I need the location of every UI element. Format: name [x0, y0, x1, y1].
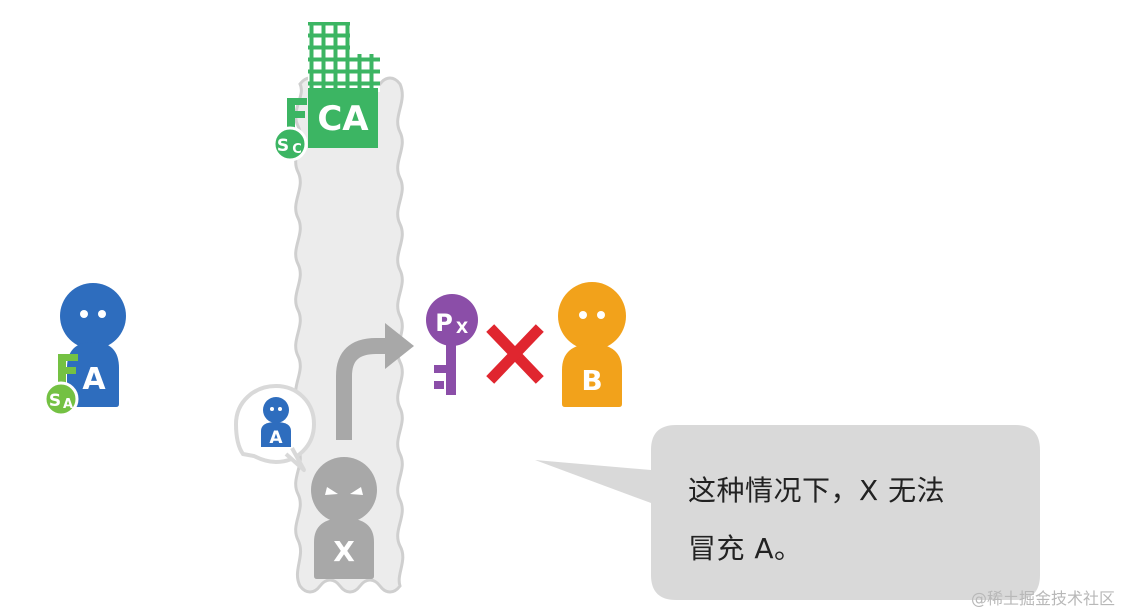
ca-building: CA [308, 22, 380, 148]
public-key-x-label-main: P [435, 309, 453, 337]
attacker-x-label: X [333, 535, 355, 568]
attacker-arrow-icon [336, 323, 414, 440]
attacker-x: X [311, 457, 377, 579]
public-key-x-label-sub: X [456, 318, 469, 337]
ca-main-block [308, 88, 378, 148]
callout-line-2: 冒充 A。 [688, 532, 803, 565]
public-key-x-icon: P X [426, 294, 478, 395]
person-b-label: B [581, 364, 602, 397]
person-a: A [60, 283, 126, 407]
ca-private-key-icon: S C [272, 98, 308, 162]
person-a-label: A [82, 362, 106, 397]
trust-channel [294, 76, 405, 594]
person-b: B [558, 282, 626, 407]
callout-bubble [535, 425, 1040, 600]
watermark: @稀土掘金技术社区 [970, 589, 1115, 608]
thought-a-label: A [269, 428, 283, 448]
callout-text: 这种情况下，X 无法 冒充 A。 [688, 462, 1008, 578]
person-a-key-label-main: S [49, 391, 61, 411]
ca-label: CA [317, 99, 369, 139]
person-a-private-key-icon: S A [43, 354, 79, 417]
ca-key-label-sub: C [292, 142, 302, 157]
person-a-key-label-sub: A [63, 397, 73, 412]
ca-key-label-main: S [277, 136, 289, 156]
cross-icon [486, 324, 544, 384]
thought-bubble: A [233, 383, 317, 472]
callout-line-1: 这种情况下，X 无法 [688, 474, 946, 507]
ca-middle-block [308, 54, 380, 92]
